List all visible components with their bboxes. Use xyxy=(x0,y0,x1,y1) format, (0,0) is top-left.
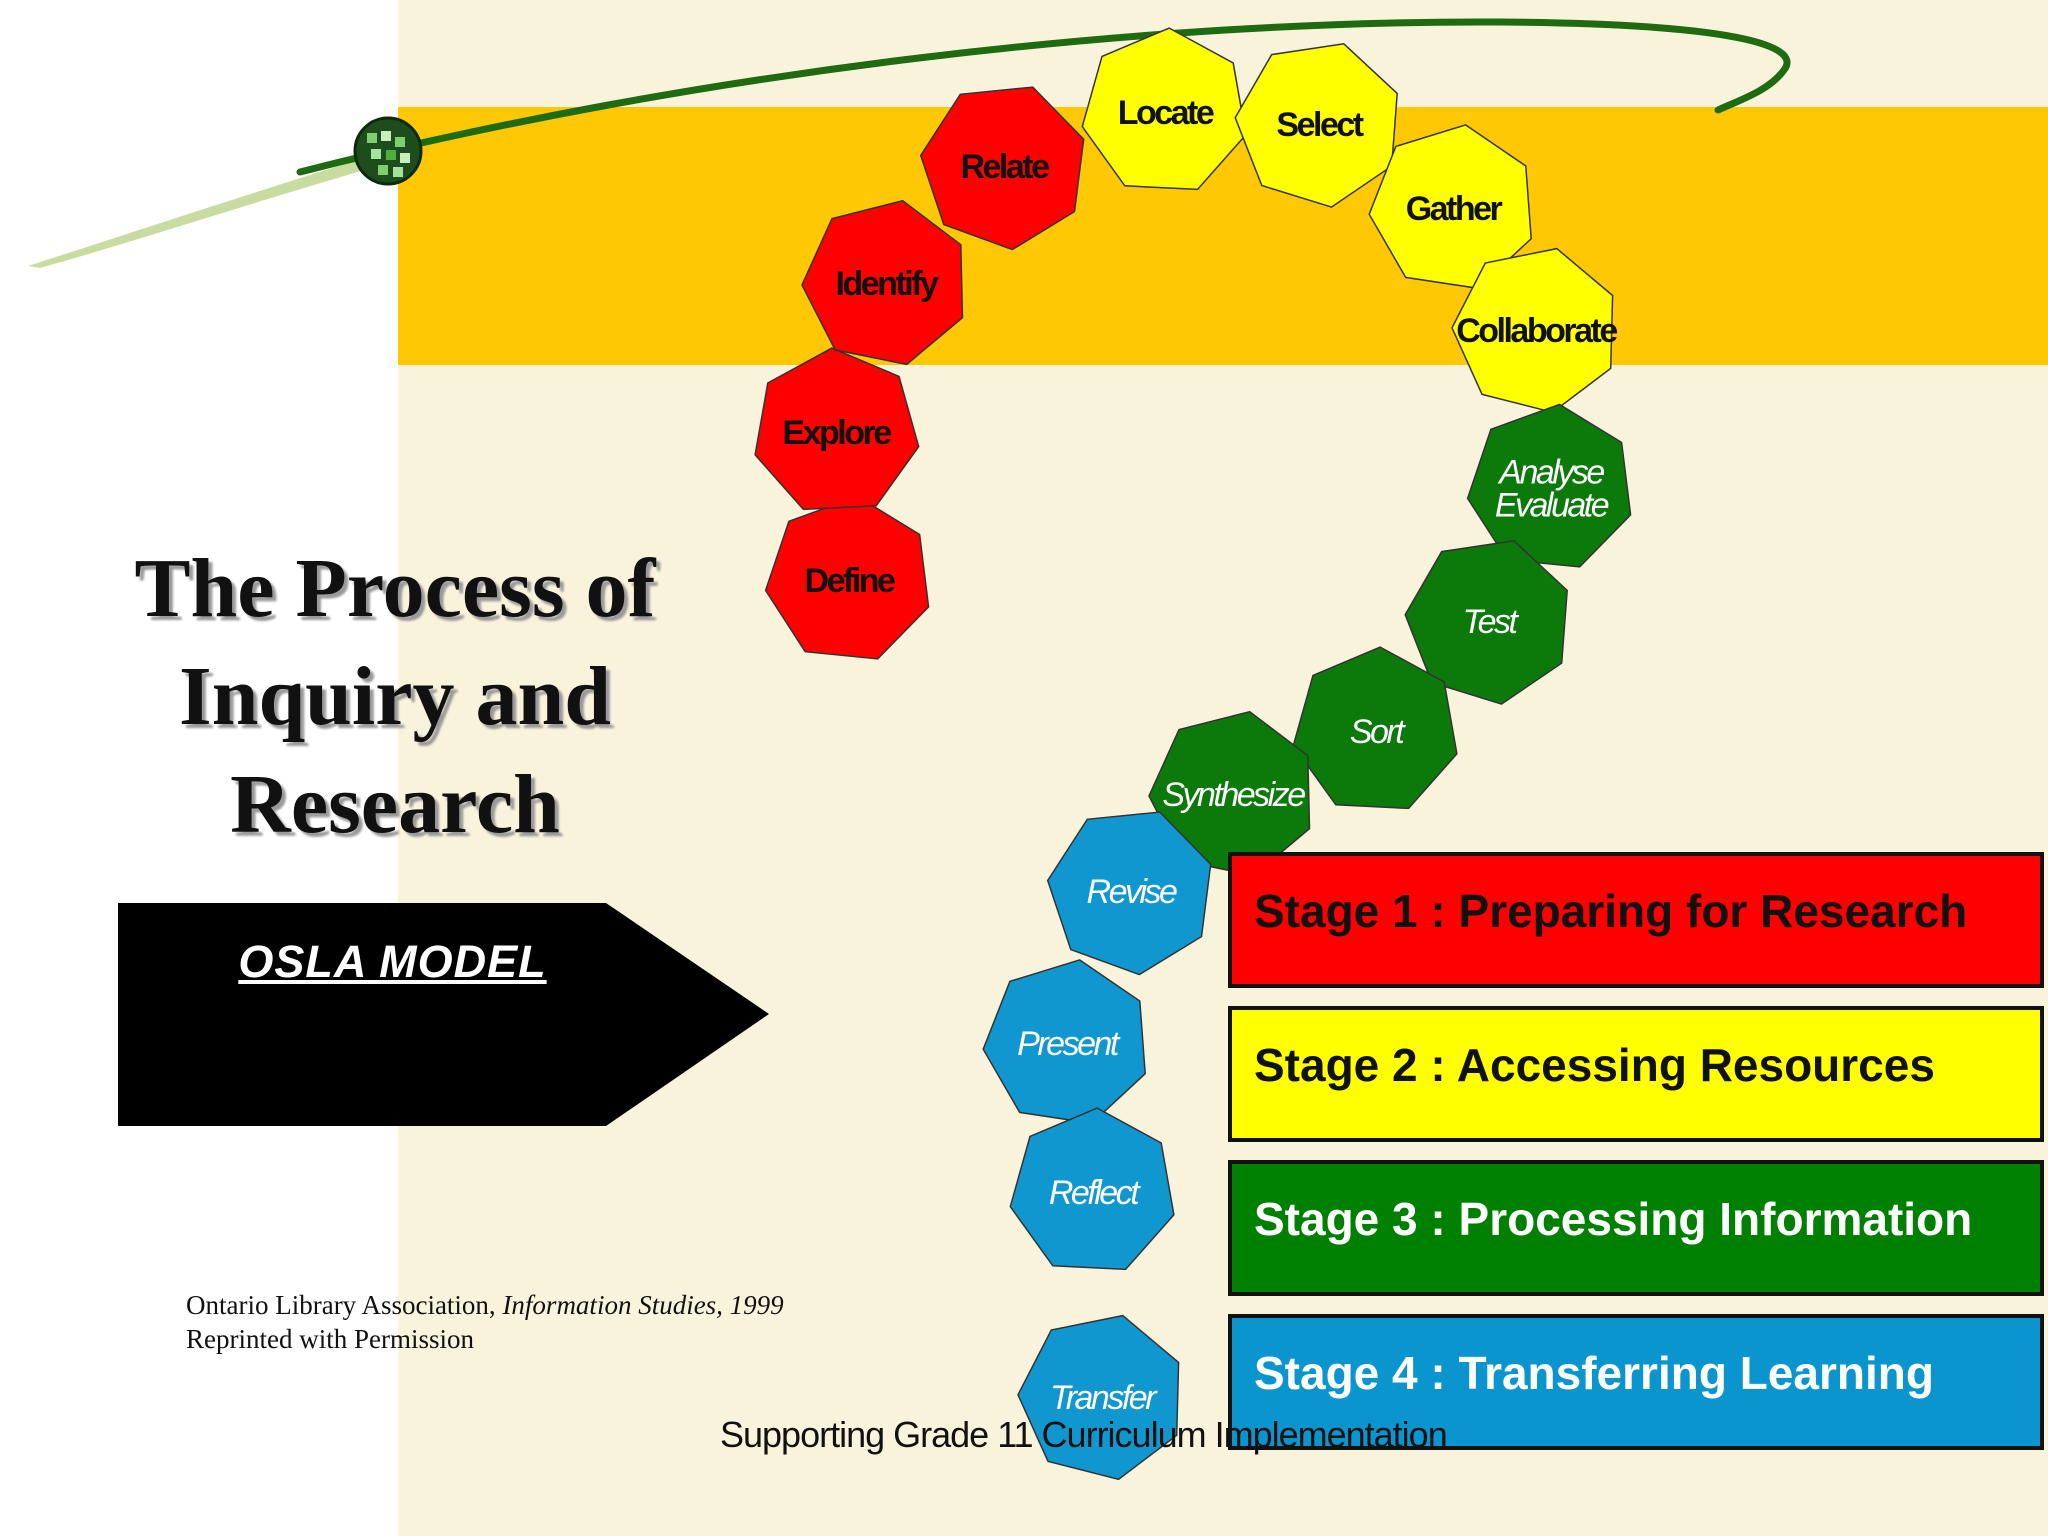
osla-model-label: OSLA MODEL xyxy=(238,936,547,987)
title-line-1: The Process of xyxy=(134,542,656,635)
citation-line-1: Ontario Library Association, Information… xyxy=(186,1288,784,1322)
step-label: Relate xyxy=(960,148,1049,186)
step-heptagon-shape xyxy=(1017,1314,1180,1481)
step-test: Test xyxy=(1404,540,1568,705)
step-reflect: Reflect xyxy=(1009,1107,1175,1271)
step-explore: Explore xyxy=(754,347,920,511)
step-label: Transfer xyxy=(1050,1379,1158,1417)
step-label: Sort xyxy=(1350,713,1406,751)
step-heptagon-shape xyxy=(754,347,920,511)
step-label: Locate xyxy=(1118,94,1214,132)
step-label: Reflect xyxy=(1049,1174,1141,1212)
step-heptagon-shape xyxy=(1009,1107,1175,1271)
step-heptagon-shape xyxy=(1451,247,1614,414)
step-relate: Relate xyxy=(919,86,1085,251)
step-heptagon-shape xyxy=(1466,403,1632,568)
step-label: Synthesize xyxy=(1162,776,1305,814)
step-heptagon-shape xyxy=(801,199,964,366)
step-revise: Revise xyxy=(1046,811,1212,976)
step-heptagon-shape xyxy=(764,495,930,660)
step-gather: Gather xyxy=(1368,124,1532,290)
stage-1-box: Stage 1 : Preparing for Research xyxy=(1228,852,2044,988)
step-locate: Locate xyxy=(1081,27,1247,191)
step-sort: Sort xyxy=(1292,646,1458,810)
step-label: Collaborate xyxy=(1456,312,1617,350)
title-line-3: Research xyxy=(230,758,560,851)
step-label: Analyse xyxy=(1497,454,1604,492)
orbit-tail xyxy=(28,150,392,268)
page-title: The Process of Inquiry and Research xyxy=(60,535,730,859)
title-line-2: Inquiry and xyxy=(179,650,611,743)
citation: Ontario Library Association, Information… xyxy=(186,1288,784,1356)
step-label: Evaluate xyxy=(1495,487,1609,525)
step-heptagon-shape xyxy=(919,86,1085,251)
stage-2-box: Stage 2 : Accessing Resources xyxy=(1228,1006,2044,1142)
step-label: Present xyxy=(1017,1025,1121,1063)
step-label: Revise xyxy=(1087,873,1178,911)
step-select: Select xyxy=(1234,43,1398,208)
step-heptagon-shape xyxy=(1292,646,1458,810)
step-present: Present xyxy=(982,959,1146,1125)
step-collaborate: Collaborate xyxy=(1451,247,1620,414)
step-label: Select xyxy=(1276,106,1363,144)
step-heptagon-shape xyxy=(1148,710,1311,877)
footer-text: Supporting Grade 11 Curriculum Implement… xyxy=(720,1414,1448,1455)
step-label: Identify xyxy=(836,265,939,303)
orbit-line xyxy=(296,18,1791,176)
step-synthesize: Synthesize xyxy=(1148,710,1311,877)
step-heptagon-shape xyxy=(1234,43,1398,208)
step-heptagon-shape xyxy=(1368,124,1532,290)
step-label: Test xyxy=(1462,603,1519,641)
step-heptagon-shape xyxy=(982,959,1146,1125)
step-transfer: Transfer xyxy=(1017,1314,1180,1481)
step-define: Define xyxy=(764,495,930,660)
step-heptagon-shape xyxy=(1081,27,1247,191)
citation-publication: Information Studies, 1999 xyxy=(502,1290,784,1320)
step-heptagon-shape xyxy=(1404,540,1568,705)
globe-icon xyxy=(353,116,423,186)
step-label: Gather xyxy=(1406,190,1503,228)
step-label: Define xyxy=(805,562,896,600)
step-identify: Identify xyxy=(801,199,964,366)
citation-source: Ontario Library Association, xyxy=(186,1290,503,1320)
osla-arrow-shape xyxy=(118,903,769,1126)
citation-line-2: Reprinted with Permission xyxy=(186,1324,474,1354)
stage-3-box: Stage 3 : Processing Information xyxy=(1228,1160,2044,1296)
step-heptagon-shape xyxy=(1046,811,1212,976)
stage-4-box: Stage 4 : Transferring Learning xyxy=(1228,1314,2044,1450)
step-label: Explore xyxy=(782,414,891,452)
